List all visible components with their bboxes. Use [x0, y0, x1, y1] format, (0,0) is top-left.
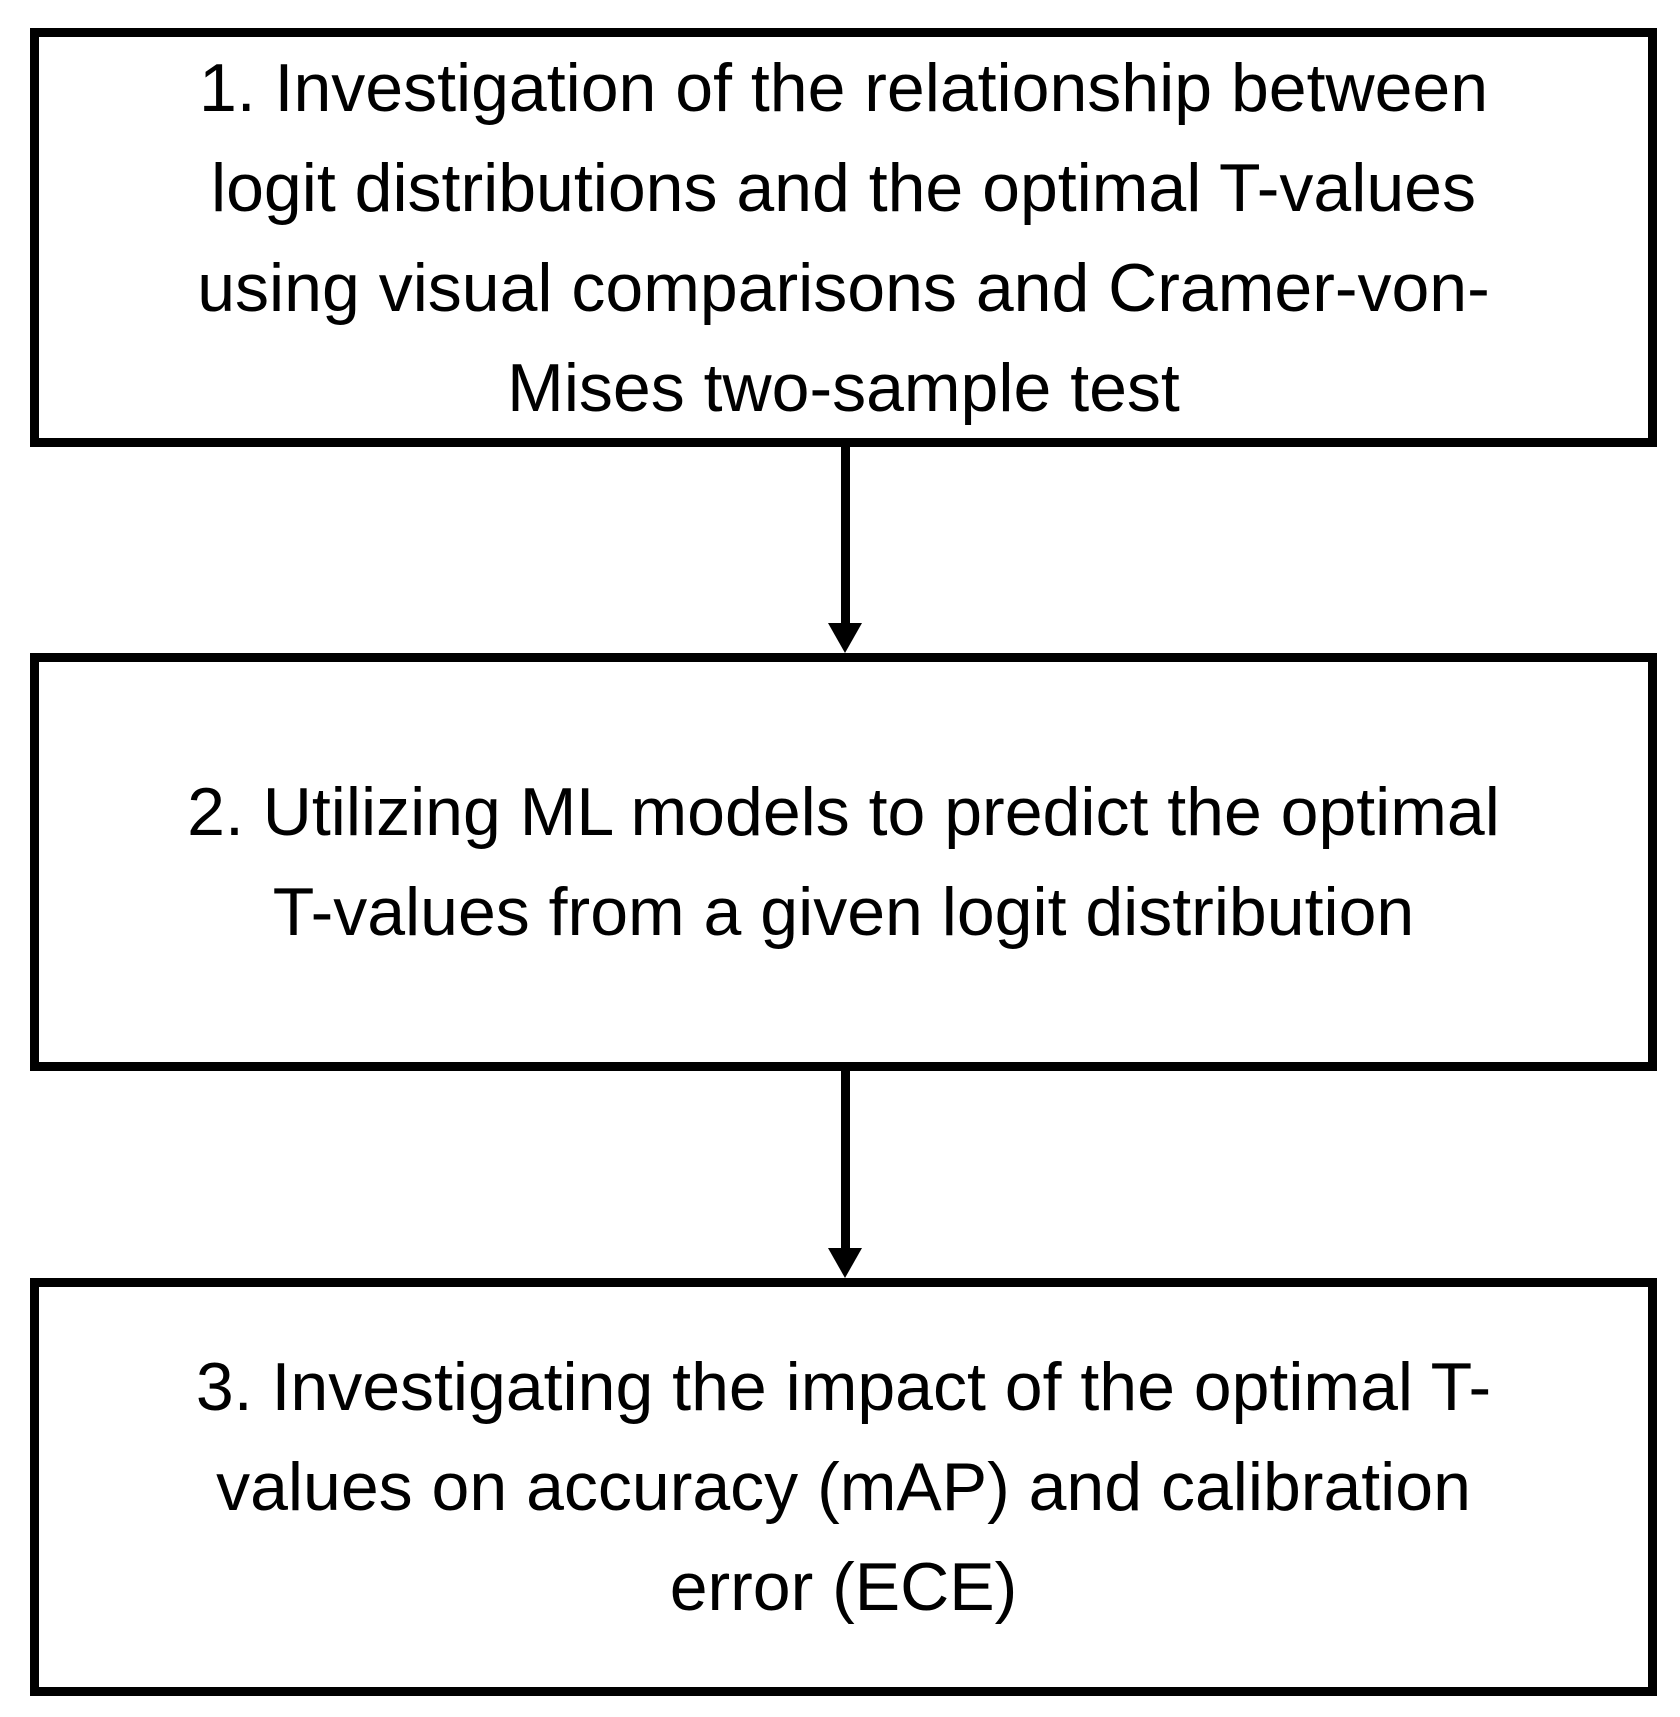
step-1-text-line-4: Mises two-sample test [507, 349, 1180, 426]
arrow-1-down-arrowhead-icon [828, 623, 862, 653]
arrow-2-shaft [841, 1071, 850, 1250]
step-2-text-line-1: 2. Utilizing ML models to predict the op… [187, 774, 1500, 850]
step-3-text-line-3: error (ECE) [669, 1549, 1018, 1625]
arrow-2-down-arrowhead-icon [828, 1248, 862, 1278]
step-1-text-line-2: logit distributions and the optimal T-va… [210, 149, 1476, 226]
step-3-text-line-1: 3. Investigating the impact of the optim… [195, 1349, 1492, 1425]
flowchart-step-3-box: 3. Investigating the impact of the optim… [30, 1278, 1657, 1696]
step-1-text-line-3: using visual comparisons and Cramer-von- [197, 249, 1490, 326]
flowchart-step-1-box: 1. Investigation of the relationship bet… [30, 28, 1657, 447]
step-2-text-line-2: T-values from a given logit distribution [272, 874, 1415, 950]
step-3-text-line-2: values on accuracy (mAP) and calibration [216, 1449, 1471, 1525]
arrow-1-shaft [841, 447, 850, 625]
step-1-text-line-1: 1. Investigation of the relationship bet… [198, 49, 1489, 126]
flowchart-step-2-box: 2. Utilizing ML models to predict the op… [30, 653, 1657, 1071]
